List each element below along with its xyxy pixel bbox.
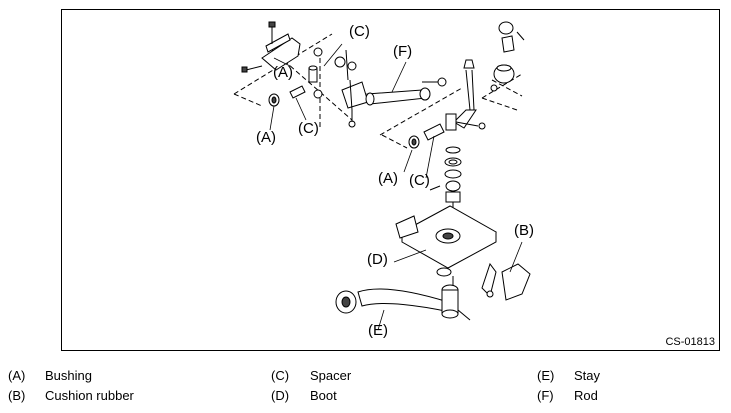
- legend-label: Stay: [574, 368, 601, 383]
- legend-key: (B): [8, 388, 26, 403]
- diagram-frame: (C) (A) (F) (A) (C) (A) (C) (B) (D) (E) …: [61, 9, 720, 351]
- upper-bracket: [241, 21, 323, 73]
- legend-key: (A): [8, 368, 26, 383]
- legend-row: (A) Bushing (C) Spacer (E) Stay: [0, 368, 731, 388]
- dashed-plane-middle: [379, 79, 523, 149]
- callout-c-mid: (C): [409, 172, 430, 189]
- callout-a-mid: (A): [378, 170, 398, 187]
- legend-label: Cushion rubber: [45, 388, 134, 403]
- stay: [335, 267, 471, 321]
- legend-label: Rod: [574, 388, 598, 403]
- callout-c-top: (C): [349, 23, 370, 40]
- rod: [365, 77, 447, 106]
- ring-stack: [429, 146, 462, 222]
- callout-c-left: (C): [298, 120, 319, 137]
- leader-lines: [269, 43, 523, 331]
- legend-key: (F): [537, 388, 554, 403]
- boot-plate: [395, 205, 498, 269]
- gearshift-linkage-drawing: [233, 21, 531, 331]
- legend-key: (E): [537, 368, 555, 383]
- callout-e: (E): [368, 322, 388, 339]
- legend-key: (C): [271, 368, 290, 383]
- callout-a-left: (A): [256, 129, 276, 146]
- legend-key: (D): [271, 388, 290, 403]
- legend-label: Spacer: [310, 368, 352, 383]
- figure-code: CS-01813: [665, 336, 715, 348]
- knob-parts: [490, 21, 525, 92]
- callout-b: (B): [514, 222, 534, 239]
- gear-lever: [453, 59, 477, 129]
- callout-d: (D): [367, 251, 388, 268]
- legend-label: Bushing: [45, 368, 92, 383]
- rod-end-clevis: [341, 49, 369, 128]
- callout-f: (F): [393, 43, 413, 60]
- dashed-plane-right: [481, 73, 523, 111]
- lever-pivot: [445, 113, 486, 131]
- spacer-middle: [423, 123, 445, 141]
- legend-row: (B) Cushion rubber (D) Boot (F) Rod: [0, 388, 731, 408]
- spacer-top: [308, 56, 357, 99]
- legend-label: Boot: [310, 388, 337, 403]
- cushion-rubber: [481, 262, 531, 301]
- bushing-middle: [408, 135, 420, 149]
- bushing-left: [268, 93, 280, 107]
- parts-legend: (A) Bushing (C) Spacer (E) Stay (B) Cush…: [0, 360, 731, 410]
- spacer-left: [289, 85, 306, 99]
- callout-a-top: (A): [273, 64, 293, 81]
